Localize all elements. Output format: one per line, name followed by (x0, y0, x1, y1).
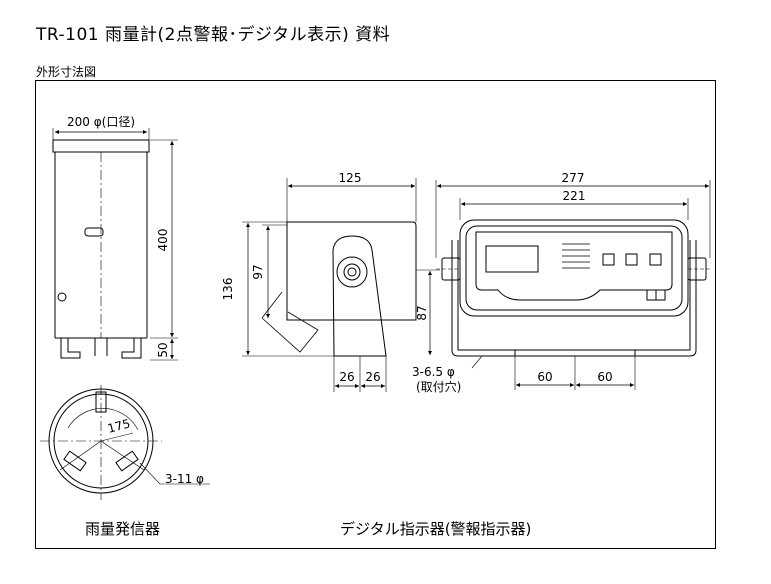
dim-side-26a: 26 (339, 370, 354, 384)
dim-front-221: 221 (563, 189, 586, 203)
dim-front-277: 277 (562, 171, 585, 185)
section-heading: 外形寸法図 (36, 65, 97, 79)
dim-height-50: 50 (156, 342, 170, 357)
dim-side-136: 136 (221, 278, 235, 301)
dim-pcd-175: 175 (106, 416, 132, 435)
dim-side-125: 125 (339, 171, 362, 185)
rain-gauge-label: 雨量発信器 (85, 520, 161, 538)
indicator-label: デジタル指示器(警報指示器) (340, 520, 532, 538)
dim-holes-3-11: 3-11 φ (165, 472, 204, 486)
drawing-frame (35, 80, 716, 549)
page-title: TR-101 雨量計(2点警報･デジタル表示) 資料 (36, 25, 391, 45)
indicator-side-view (242, 178, 440, 392)
dim-front-60a: 60 (537, 370, 552, 384)
dim-height-400: 400 (156, 229, 170, 252)
dim-side-87: 87 (415, 305, 429, 320)
dim-holes-3-65: 3-6.5 φ (412, 365, 455, 379)
indicator-front-view (435, 180, 712, 390)
dim-side-97: 97 (251, 264, 265, 279)
dim-side-26b: 26 (365, 370, 380, 384)
dim-front-60b: 60 (597, 370, 612, 384)
dim-diameter: 200 φ(口径) (67, 115, 135, 129)
rain-gauge-front-view (52, 128, 178, 361)
dim-holes-note: (取付穴) (416, 379, 461, 394)
rain-gauge-top-view (40, 385, 210, 500)
